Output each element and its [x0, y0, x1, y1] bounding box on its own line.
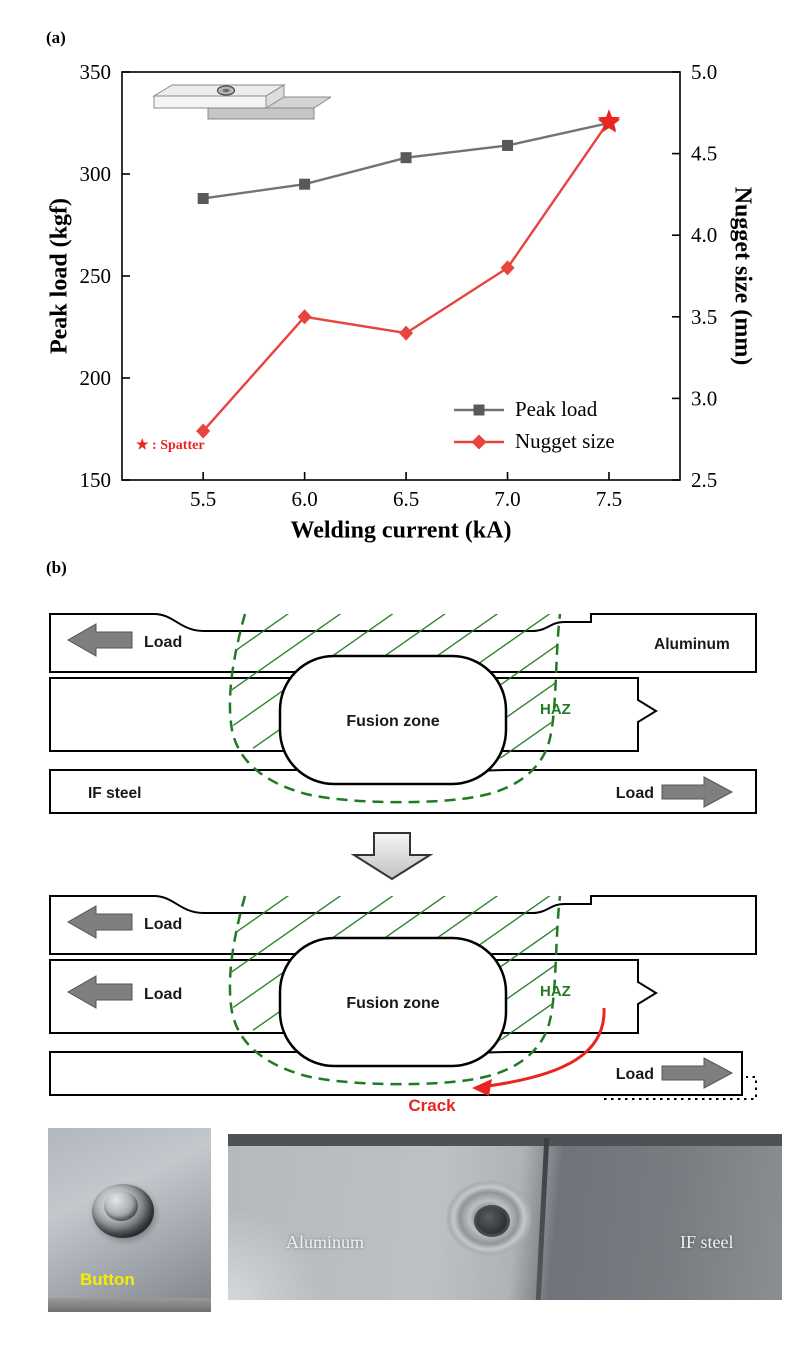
- right-tick-label: 3.5: [691, 305, 717, 329]
- upper-plate-side-face: [265, 84, 285, 109]
- fusion-zone-label: Fusion zone: [346, 995, 439, 1012]
- load-arrow-right-icon: [661, 1057, 734, 1089]
- displaced-sheet-dotted-outline: [604, 1076, 757, 1100]
- panel-a-label: (a): [46, 28, 66, 47]
- crack-arrowhead-icon: [472, 1079, 492, 1096]
- left-tick-label: 300: [80, 162, 112, 186]
- diamond-marker: [500, 260, 515, 276]
- right-tick-label: 3.0: [691, 386, 717, 410]
- haz-boundary-dashed: [228, 613, 562, 804]
- load-label-middle: Load: [144, 986, 182, 1003]
- right-tick-label: 4.0: [691, 223, 717, 247]
- legend-label-peak-load: Peak load: [515, 397, 598, 421]
- load-arrow-right-icon: [661, 776, 734, 808]
- legend-entry-peak-load: Peak load: [452, 397, 615, 422]
- square-marker: [299, 178, 311, 190]
- right-tick-label: 5.0: [691, 60, 717, 84]
- load-arrow-left-middle-icon: [66, 975, 133, 1009]
- upper-plate-front-face: [153, 95, 267, 109]
- diamond-marker: [297, 309, 312, 325]
- table-edge: [48, 1298, 211, 1312]
- aluminum-label: Aluminum: [654, 636, 730, 653]
- x-tick-label: 6.0: [291, 487, 317, 511]
- load-label-top: Load: [144, 916, 182, 933]
- fusion-zone-label: Fusion zone: [346, 713, 439, 730]
- fusion-zone-shape: [278, 654, 508, 786]
- load-arrow-left-top-icon: [66, 905, 133, 939]
- crack-label: Crack: [408, 1096, 456, 1115]
- crack-pointer-arrow: [479, 1007, 606, 1089]
- joint-schematic-after: Fusion zone HAZ Load Load Load Crack: [49, 895, 757, 1115]
- x-axis-title: Welding current (kA): [290, 517, 512, 544]
- panel-b-label: (b): [46, 558, 67, 577]
- welding-current-chart: 150 200 250 300 350 2.5 3.0 3.5 4.0 4.5 5.0 5.5 6.0 6…: [80, 60, 718, 511]
- left-tick-label: 350: [80, 60, 112, 84]
- square-marker: [400, 152, 412, 164]
- haz-label: HAZ: [540, 701, 571, 718]
- right-tick-label: 4.5: [691, 142, 717, 166]
- left-tick-label: 200: [80, 366, 112, 390]
- legend-label-nugget-size: Nugget size: [515, 429, 615, 453]
- peak-load-marker-icon: [454, 404, 504, 415]
- nugget-size-marker-icon: [454, 434, 504, 449]
- weld-spot-center: [222, 88, 230, 93]
- lower-plate-front-face: [207, 107, 315, 120]
- weld-indentation-icon: [446, 1180, 532, 1256]
- button-photo-label: Button: [80, 1270, 135, 1289]
- right-tick-label: 2.5: [691, 468, 717, 492]
- spatter-star-marker: [597, 109, 621, 131]
- diamond-marker: [196, 423, 211, 439]
- joint-overview-photo: Aluminum IF steel: [228, 1134, 782, 1300]
- load-label-top: Load: [144, 634, 182, 651]
- plate-edge-line: [535, 1137, 550, 1300]
- legend-entry-nugget-size: Nugget size: [452, 429, 615, 454]
- x-tick-label: 7.5: [596, 487, 622, 511]
- spatter-annotation: ★ : Spatter: [136, 438, 205, 453]
- button-fracture-photo: Button: [48, 1128, 211, 1312]
- photo-if-steel-label: IF steel: [680, 1232, 734, 1252]
- square-marker: [197, 192, 209, 204]
- left-tick-label: 150: [80, 468, 112, 492]
- weld-indentation-center: [474, 1205, 510, 1237]
- series-line: [202, 120, 610, 432]
- joint-schematic-before: Fusion zone HAZ Load Aluminum IF steel L…: [49, 613, 757, 814]
- left-axis-title: Peak load (kgf): [46, 198, 73, 354]
- haz-boundary-dashed: [228, 895, 562, 1086]
- right-axis-title: Nugget size (mm): [729, 186, 756, 366]
- photo-aluminum-label: Aluminum: [286, 1232, 365, 1252]
- square-marker: [502, 139, 514, 151]
- x-tick-label: 5.5: [190, 487, 216, 511]
- weld-button-icon: [92, 1184, 154, 1238]
- load-arrow-left-icon: [66, 623, 133, 657]
- lap-joint-specimen-inset: [152, 84, 331, 120]
- x-tick-label: 6.5: [393, 487, 419, 511]
- load-label-bottom: Load: [616, 1066, 654, 1083]
- x-tick-label: 7.0: [494, 487, 520, 511]
- chart-legend: Peak load Nugget size: [452, 397, 615, 454]
- weld-button-nugget: [104, 1191, 138, 1221]
- diamond-marker: [399, 325, 414, 341]
- left-tick-label: 250: [80, 264, 112, 288]
- down-arrow-icon: [350, 832, 434, 881]
- if-steel-label: IF steel: [88, 785, 141, 802]
- load-label-bottom: Load: [616, 785, 654, 802]
- fusion-zone-shape: [278, 936, 508, 1068]
- haz-label: HAZ: [540, 983, 571, 1000]
